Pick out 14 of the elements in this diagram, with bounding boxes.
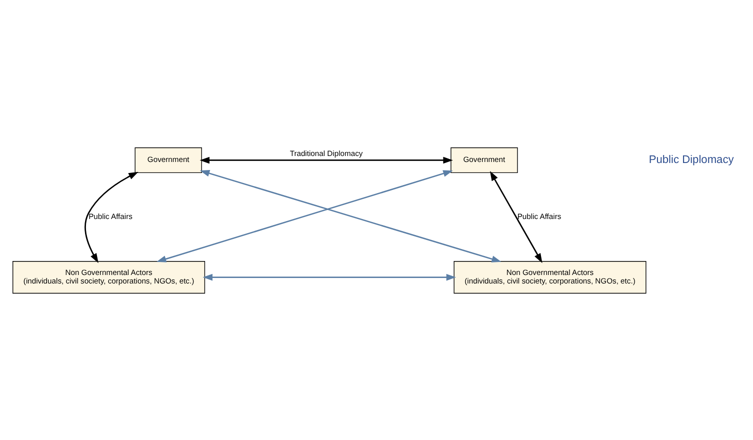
node-box: Non Governmental Actors (individuals, civil society, corporations, NGOs, etc.) xyxy=(454,260,646,294)
arrow xyxy=(490,170,542,263)
node-box: Government xyxy=(450,146,518,173)
arrow xyxy=(200,170,502,262)
edge-label: Traditional Diplomacy xyxy=(290,148,363,158)
label: Public Diplomacy xyxy=(648,153,734,166)
arrow xyxy=(202,273,456,280)
edge-label: Public Affairs xyxy=(517,211,562,220)
node-box: Non Governmental Actors (individuals, civil society, corporations, NGOs, etc.) xyxy=(12,260,206,294)
node-box: Government xyxy=(134,146,202,173)
edge-label: Public Affairs xyxy=(88,211,132,220)
arrow xyxy=(84,171,138,263)
arrow xyxy=(200,156,453,164)
arrow xyxy=(156,170,453,262)
